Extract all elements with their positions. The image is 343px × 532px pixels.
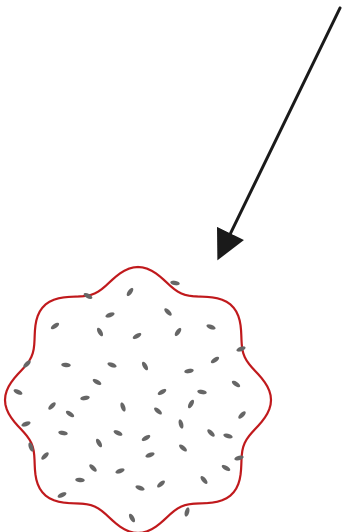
speck-4 <box>96 327 105 338</box>
speck-45 <box>105 311 116 318</box>
speck-46 <box>157 388 168 397</box>
speck-43 <box>65 409 75 418</box>
speck-44 <box>197 389 207 395</box>
speck-20 <box>187 399 196 410</box>
speck-41 <box>223 433 233 440</box>
speck-25 <box>141 434 152 443</box>
speck-36 <box>113 429 124 437</box>
speck-39 <box>173 327 182 337</box>
speck-34 <box>128 513 137 524</box>
speck-33 <box>199 475 209 485</box>
speck-48 <box>88 463 98 473</box>
speck-21 <box>237 410 247 420</box>
speck-32 <box>156 479 166 489</box>
speck-18 <box>119 402 126 413</box>
arrow-shaft <box>220 8 340 255</box>
speck-30 <box>75 477 85 482</box>
speck-26 <box>178 443 188 453</box>
speck-7 <box>206 323 217 330</box>
speck-11 <box>107 361 118 368</box>
speck-field <box>13 280 247 523</box>
speck-14 <box>231 379 241 388</box>
speck-24 <box>95 438 104 449</box>
speck-6 <box>163 307 173 317</box>
speck-42 <box>145 451 156 458</box>
speck-10 <box>61 362 71 367</box>
speck-37 <box>210 355 220 364</box>
wavy-outline-group <box>5 267 271 532</box>
speck-17 <box>80 395 90 401</box>
speck-16 <box>47 401 57 411</box>
incoming-arrow <box>220 8 340 255</box>
speck-15 <box>13 388 24 396</box>
speck-12 <box>141 361 150 372</box>
speck-51 <box>178 419 185 429</box>
speck-3 <box>50 321 60 330</box>
speck-38 <box>92 378 103 387</box>
speck-27 <box>206 428 216 438</box>
speck-19 <box>153 406 163 416</box>
speck-31 <box>115 467 126 474</box>
speck-2 <box>170 280 180 286</box>
speck-47 <box>221 464 232 473</box>
speck-49 <box>135 484 146 491</box>
speck-23 <box>58 430 68 436</box>
speck-13 <box>184 368 194 374</box>
speck-1 <box>125 287 134 297</box>
speck-5 <box>132 332 143 341</box>
speck-50 <box>57 491 68 499</box>
speck-35 <box>184 507 191 517</box>
speck-29 <box>40 451 50 461</box>
wavy-closed-outline <box>5 267 271 532</box>
speck-22 <box>21 420 32 427</box>
